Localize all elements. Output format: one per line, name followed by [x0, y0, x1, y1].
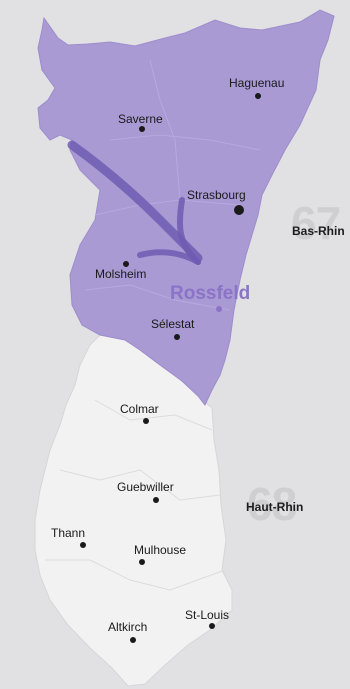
highlight-label-rossfeld: Rossfeld — [170, 283, 251, 304]
dept-name-bas-rhin: Bas-Rhin — [292, 224, 345, 238]
city-label-molsheim: Molsheim — [95, 267, 147, 281]
bas-rhin-region — [37, 9, 335, 406]
city-label-selestat: Sélestat — [151, 317, 195, 331]
city-label-thann: Thann — [51, 526, 86, 540]
city-label-strasbourg: Strasbourg — [187, 188, 246, 202]
dept-number-68: 68 — [247, 478, 297, 530]
saverne-dot — [139, 126, 145, 132]
direction-arrow — [67, 140, 203, 265]
dept-number-67: 67 — [291, 197, 341, 249]
city-label-haguenau: Haguenau — [229, 76, 285, 90]
altkirch-dot — [130, 637, 136, 643]
mulhouse-dot — [139, 559, 145, 565]
stlouis-dot — [209, 623, 215, 629]
rossfeld-dot — [216, 306, 222, 312]
city-dots — [80, 93, 261, 643]
guebwiller-dot — [153, 497, 159, 503]
city-label-saverne: Saverne — [118, 112, 163, 126]
haut-rhin-inner-borders — [45, 399, 226, 591]
strasbourg-dot — [234, 205, 244, 215]
thann-dot — [80, 542, 86, 548]
city-label-colmar: Colmar — [120, 402, 159, 416]
city-label-guebwiller: Guebwiller — [117, 480, 174, 494]
haguenau-dot — [255, 93, 261, 99]
selestat-dot — [174, 334, 180, 340]
colmar-dot — [143, 418, 149, 424]
city-label-st-louis: St-Louis — [185, 608, 230, 622]
dept-name-haut-rhin: Haut-Rhin — [246, 500, 304, 514]
city-label-altkirch: Altkirch — [108, 620, 148, 634]
molsheim-dot — [123, 261, 129, 267]
bas-rhin-inner-borders — [84, 59, 261, 311]
city-label-mulhouse: Mulhouse — [134, 543, 187, 557]
haut-rhin-region — [34, 334, 233, 687]
